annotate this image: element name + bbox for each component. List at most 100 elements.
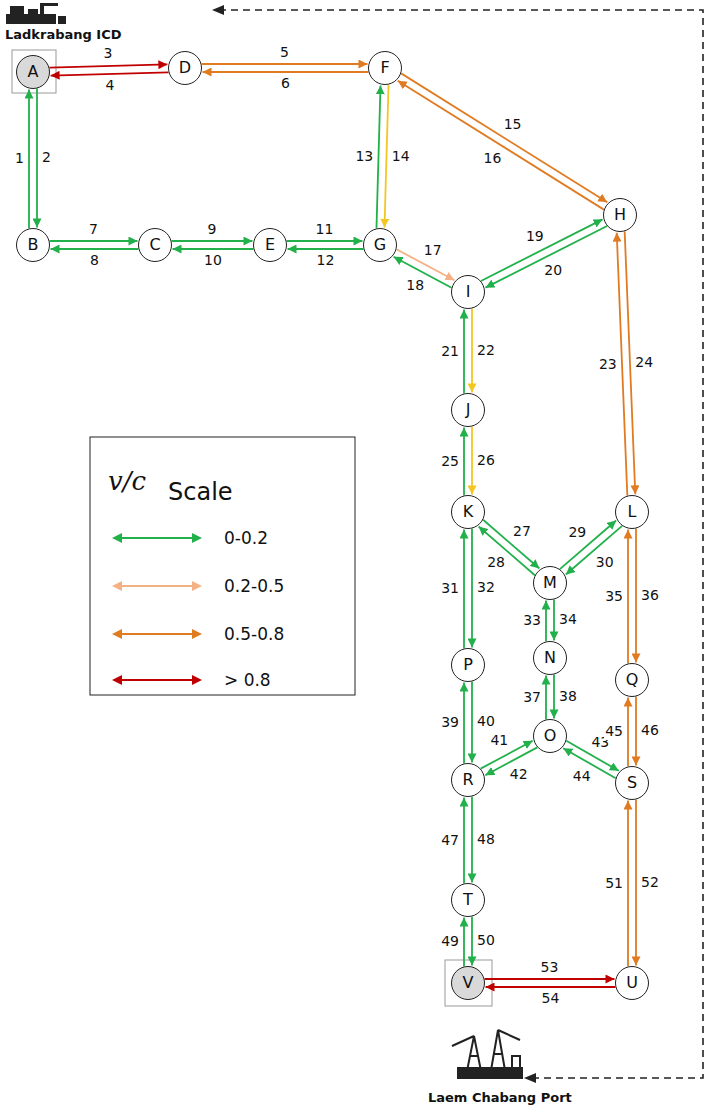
place-label: Laem Chabang Port bbox=[428, 1090, 572, 1105]
node-circle: A bbox=[16, 55, 50, 89]
link-arrow bbox=[481, 219, 603, 281]
link-arrow bbox=[635, 697, 637, 766]
node-letter: K bbox=[463, 504, 474, 520]
link-arrow bbox=[51, 72, 169, 75]
link-number: 41 bbox=[489, 733, 509, 748]
link-arrow bbox=[36, 89, 38, 228]
node-circle: C bbox=[138, 228, 172, 262]
legend-heading: Scale bbox=[168, 478, 233, 506]
node-letter: E bbox=[265, 237, 275, 253]
node-letter: L bbox=[628, 504, 637, 520]
link-arrow bbox=[49, 64, 167, 67]
link-arrow bbox=[485, 226, 607, 288]
link-number: 5 bbox=[279, 45, 290, 60]
link-number: 27 bbox=[512, 524, 532, 539]
terminal-box bbox=[445, 960, 492, 1006]
node-letter: C bbox=[149, 237, 160, 253]
link-number: 39 bbox=[440, 715, 460, 730]
link-arrow bbox=[485, 978, 615, 980]
link-arrow bbox=[545, 601, 547, 642]
link-number: 20 bbox=[543, 263, 563, 278]
legend-box bbox=[90, 437, 355, 695]
link-arrow bbox=[173, 248, 254, 250]
place-label: Ladkrabang ICD bbox=[5, 27, 122, 42]
link-number: 14 bbox=[391, 149, 411, 164]
link-number: 49 bbox=[440, 934, 460, 949]
legend-row: 0.2-0.5 bbox=[112, 576, 284, 596]
node-letter: N bbox=[544, 650, 556, 666]
link-number: 40 bbox=[476, 714, 496, 729]
node-circle: E bbox=[253, 228, 287, 262]
link-number: 28 bbox=[486, 555, 506, 570]
link-number: 47 bbox=[440, 833, 460, 848]
node-letter: O bbox=[544, 728, 557, 744]
link-arrow bbox=[471, 917, 473, 966]
link-arrow bbox=[627, 698, 629, 767]
link-number: 1 bbox=[14, 151, 25, 166]
legend-swatch bbox=[112, 673, 202, 687]
link-arrow bbox=[398, 81, 604, 210]
link-arrow bbox=[202, 63, 368, 65]
link-number: 29 bbox=[567, 525, 587, 540]
link-arrow bbox=[463, 918, 465, 967]
node-circle: J bbox=[451, 393, 485, 427]
link-number: 37 bbox=[522, 690, 542, 705]
link-number: 52 bbox=[640, 875, 660, 890]
link-arrow bbox=[51, 248, 139, 250]
link-number: 35 bbox=[604, 589, 624, 604]
node-circle: R bbox=[451, 763, 485, 797]
link-arrow bbox=[627, 801, 629, 967]
legend-text: 0.2-0.5 bbox=[224, 576, 284, 596]
link-arrow bbox=[203, 71, 369, 73]
node-circle: O bbox=[533, 719, 567, 753]
legend-text: 0-0.2 bbox=[224, 528, 268, 548]
link-number: 50 bbox=[476, 933, 496, 948]
node-letter: A bbox=[28, 64, 39, 80]
link-arrow bbox=[471, 797, 473, 883]
legend-text: > 0.8 bbox=[224, 670, 271, 690]
node-letter: P bbox=[463, 657, 473, 673]
node-circle: N bbox=[533, 641, 567, 675]
link-number: 15 bbox=[503, 117, 523, 132]
node-circle: D bbox=[168, 51, 202, 85]
link-number: 21 bbox=[440, 344, 460, 359]
link-arrow bbox=[384, 85, 388, 228]
link-arrow bbox=[627, 530, 629, 664]
link-arrow bbox=[401, 73, 607, 202]
link-number: 45 bbox=[604, 724, 624, 739]
link-arrow bbox=[471, 529, 473, 648]
node-letter: M bbox=[543, 575, 557, 591]
link-arrow bbox=[471, 427, 473, 495]
link-number: 46 bbox=[640, 723, 660, 738]
link-arrow bbox=[288, 248, 364, 250]
node-circle: M bbox=[533, 566, 567, 600]
link-number: 42 bbox=[509, 767, 529, 782]
node-circle: I bbox=[451, 275, 485, 309]
link-number: 31 bbox=[440, 581, 460, 596]
link-number: 24 bbox=[634, 355, 654, 370]
link-number: 18 bbox=[405, 278, 425, 293]
link-number: 2 bbox=[41, 150, 52, 165]
node-circle: L bbox=[615, 495, 649, 529]
link-arrow bbox=[545, 676, 547, 720]
node-circle: H bbox=[603, 198, 637, 232]
link-number: 22 bbox=[476, 343, 496, 358]
node-letter: V bbox=[463, 975, 474, 991]
link-number: 12 bbox=[316, 253, 336, 268]
link-arrow bbox=[463, 683, 465, 764]
legend-heading: v/c bbox=[108, 466, 146, 496]
link-arrow bbox=[463, 530, 465, 649]
link-number: 6 bbox=[280, 76, 291, 91]
port-icon bbox=[452, 1030, 522, 1078]
link-number: 10 bbox=[203, 253, 223, 268]
link-number: 36 bbox=[640, 588, 660, 603]
link-arrow bbox=[635, 529, 637, 663]
node-circle: Q bbox=[615, 663, 649, 697]
link-arrow bbox=[553, 675, 555, 719]
link-arrow bbox=[486, 986, 616, 988]
node-circle: F bbox=[368, 51, 402, 85]
legend-text: 0.5-0.8 bbox=[224, 624, 284, 644]
node-letter: G bbox=[374, 237, 386, 253]
terminal-box bbox=[12, 50, 56, 93]
